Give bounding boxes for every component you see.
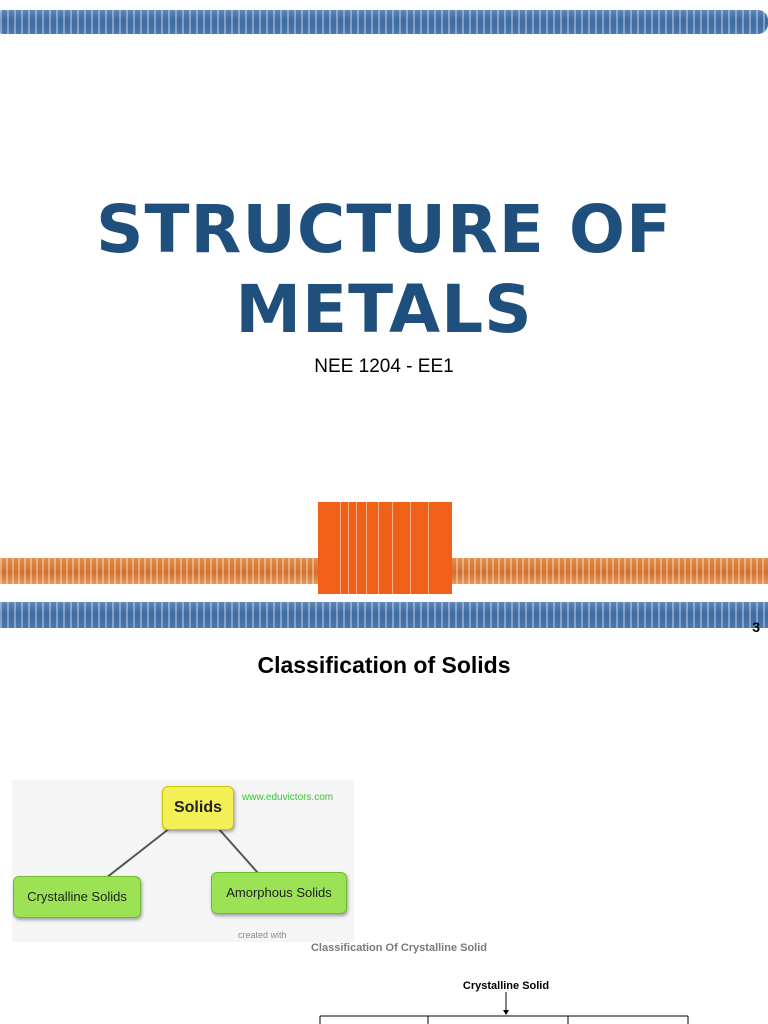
- top-brush-stroke: [0, 10, 768, 34]
- slide-title: STRUCTURE OF METALS: [0, 190, 768, 350]
- title-line-1: STRUCTURE OF: [95, 191, 673, 268]
- orange-accent-block: [318, 502, 452, 594]
- concept-map-connectors: [105, 827, 259, 879]
- page-number: 3: [752, 619, 760, 635]
- crystalline-classification-heading: Classification Of Crystalline Solid: [310, 942, 488, 954]
- connector-left: [105, 827, 171, 879]
- title-slide: STRUCTURE OF METALS NEE 1204 - EE1: [0, 10, 768, 628]
- bottom-brush-stroke: [0, 602, 768, 628]
- solids-node: Solids: [162, 786, 234, 830]
- crystalline-solids-node: Crystalline Solids: [13, 876, 141, 918]
- crystalline-solid-node: Crystalline Solid: [462, 980, 550, 992]
- tree-arrowhead: [503, 1010, 509, 1015]
- title-line-2: METALS: [235, 271, 533, 348]
- solids-concept-map: Solids www.eduvictors.com Crystalline So…: [12, 780, 354, 942]
- classification-slide: 3 Classification of Solids Solids www.ed…: [0, 619, 768, 1024]
- amorphous-solids-node: Amorphous Solids: [211, 872, 347, 914]
- crystalline-tree-connectors: [319, 992, 689, 1024]
- slide-title: Classification of Solids: [257, 652, 511, 678]
- connector-right: [217, 827, 259, 874]
- slide-subtitle: NEE 1204 - EE1: [314, 356, 454, 377]
- site-watermark: www.eduvictors.com: [242, 792, 334, 803]
- created-with-label: created with: [238, 930, 287, 940]
